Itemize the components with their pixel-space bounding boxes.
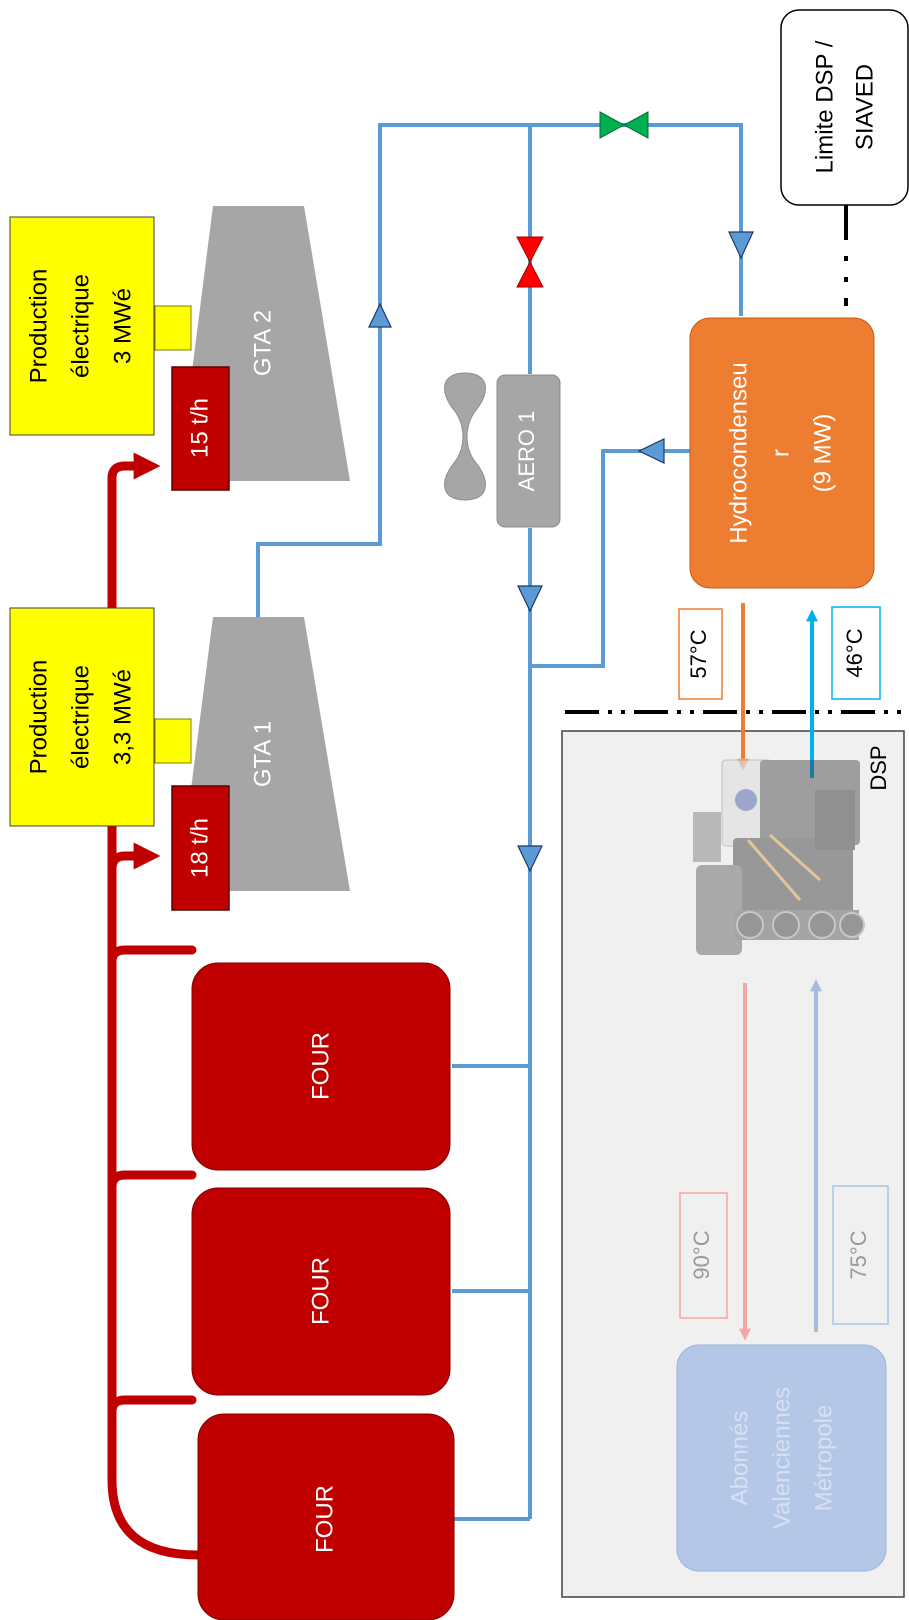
flow-arrow-up-exhaust [369,304,391,327]
flow-arrow-down-hydro-inlet [729,232,753,258]
dsp-label: DSP [866,745,891,790]
temp-out-hot-label: 57°C [686,629,711,678]
limit-label-group: Limite DSP / SIAVED [781,10,908,205]
flow-arrow-left-hydro-outlet [639,439,664,463]
gta1-production-line3: 3,3 MWé [109,669,136,765]
gta1-production-line1: Production [25,660,52,775]
subscribers-line3: Métropole [810,1405,837,1512]
gta1-group: GTA 1 Production électrique 3,3 MWé 18 t… [10,608,350,910]
limit-label-line2: SIAVED [851,64,878,150]
gta1-production-line2: électrique [67,665,94,769]
gta2-production-line1: Production [25,269,52,384]
gta1-flow-label: 18 t/h [186,818,213,878]
gta2-production-line3: 3 MWé [109,288,136,364]
temp-in-cold-label: 46°C [842,628,867,677]
four-2-label: FOUR [307,1257,334,1325]
limit-label-box [781,10,908,205]
aero1-group: AERO 1 [445,373,560,527]
four-3-label: FOUR [311,1485,338,1553]
gta2-production-line2: électrique [67,274,94,378]
four-1-group: FOUR [192,963,450,1170]
temp-network-hot-label: 90°C [689,1230,714,1279]
four-3-group: FOUR [198,1414,454,1620]
fan-icon [445,373,486,500]
gta2-coupling [155,306,191,350]
gta2-flow-label: 15 t/h [186,398,213,458]
aero1-label: AERO 1 [514,411,539,492]
valve-red[interactable] [517,237,543,287]
hydrocondenseur-line2: r [767,449,794,457]
hydrocondenseur-line3: (9 MW) [809,414,836,493]
subscribers-line2: Valenciennes [768,1387,795,1529]
flow-arrow-down-aero [518,586,542,611]
steam-branch-four-1 [112,950,192,962]
hydrocondenseur-group: Hydrocondenseu r (9 MW) [690,318,874,588]
limit-label-line1: Limite DSP / [811,40,838,173]
gta2-label: GTA 2 [249,310,276,376]
flow-arrow-down-main [518,846,542,871]
hydrocondenseur-line1: Hydrocondenseu [725,362,752,543]
steam-branch-four-2 [112,1175,192,1187]
valve-green[interactable] [600,112,648,138]
four-1-label: FOUR [307,1032,334,1100]
gta1-label: GTA 1 [249,721,276,787]
gta2-group: GTA 2 Production électrique 3 MWé 15 t/h [10,206,350,490]
steam-branch-gta1 [112,856,148,869]
gta1-coupling [155,719,191,763]
subscribers-group: Abonnés Valenciennes Métropole [677,1345,886,1571]
temp-network-return-label: 75°C [846,1230,871,1279]
subscribers-line1: Abonnés [726,1411,753,1506]
four-2-group: FOUR [192,1188,450,1395]
steam-branch-four-3 [112,1400,192,1412]
